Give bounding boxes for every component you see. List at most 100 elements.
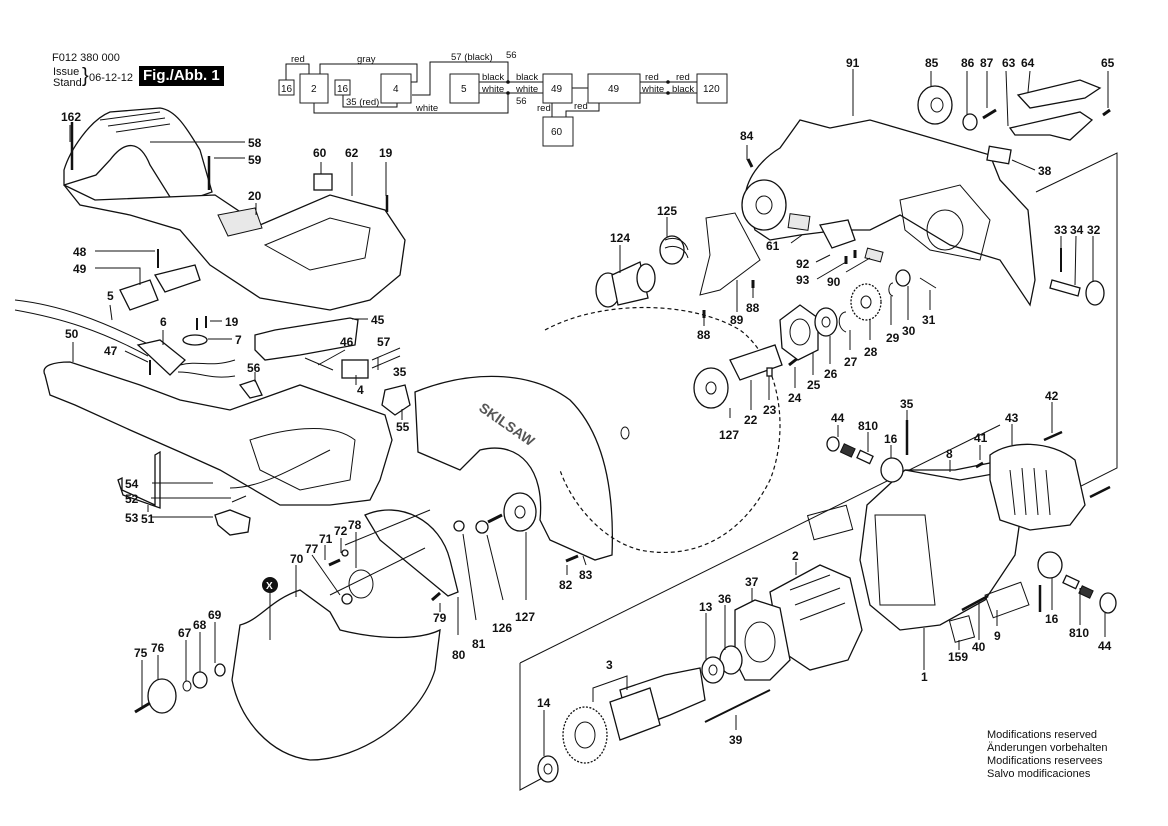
group-frame-left: [519, 663, 549, 791]
blade-guard-assembly: SKILSAW X: [134, 306, 781, 761]
flange-76: [147, 678, 177, 714]
label-plate-20: [217, 207, 263, 237]
callout-44-bottom: 44: [1098, 639, 1112, 653]
wiring-box-16b-label: 16: [337, 84, 349, 95]
bearing-13-inner: [708, 664, 718, 676]
bearing-26: [814, 307, 838, 337]
notice-fr: Modifications reservees: [987, 755, 1103, 767]
gear-housing-assembly: [519, 79, 1118, 791]
marker-x-label: X: [266, 581, 273, 592]
leader-line: [462, 533, 477, 621]
bearing-13: [701, 656, 725, 684]
plate-axis-b: [329, 547, 426, 596]
wire-label-56-top: 56: [506, 50, 517, 61]
callout-67: 67: [178, 626, 192, 640]
wiring-box-16b: [334, 79, 351, 96]
bracket-51: [117, 450, 161, 509]
flange-127-outer: [503, 492, 537, 532]
callout-8: 8: [946, 447, 953, 461]
lever-63: [1008, 111, 1094, 141]
screw-79: [431, 591, 441, 602]
spindle-22: [729, 344, 783, 381]
callout-13: 13: [699, 600, 713, 614]
callout-57: 57: [377, 335, 391, 349]
flange-127-b: [693, 367, 729, 409]
callout-46: 46: [340, 335, 354, 349]
callout-numbers: 162 58 59 60 62 19 20 48 49 5 6 19 7 45 …: [61, 56, 1115, 747]
cord-wires: [177, 359, 236, 378]
ring-78: [348, 569, 374, 599]
callout-91: 91: [846, 56, 860, 70]
end-cap-43: [989, 443, 1086, 531]
callout-5: 5: [107, 289, 114, 303]
leader-line: [845, 257, 871, 273]
brace: }: [82, 65, 89, 87]
leader-line: [1027, 70, 1031, 93]
callout-22: 22: [744, 413, 758, 427]
callout-70: 70: [290, 552, 304, 566]
pin-41: [975, 461, 984, 469]
label-9: [984, 581, 1030, 619]
wire-label-35-red: 35 (red): [346, 97, 379, 108]
cord-guard-6: [136, 339, 186, 376]
wiring-box-5-label: 5: [461, 84, 467, 95]
leader-line: [109, 304, 113, 321]
screw-42-a: [1043, 430, 1063, 442]
callout-2: 2: [792, 549, 799, 563]
callout-125: 125: [657, 204, 677, 218]
bushing-86: [962, 113, 978, 131]
junction-56-bottom: [506, 91, 510, 95]
guard-plate: [364, 509, 459, 597]
switch-4: [341, 359, 369, 379]
callout-92: 92: [796, 257, 810, 271]
callout-88-b: 88: [746, 301, 760, 315]
wire-label-black-49: black: [516, 72, 538, 83]
callout-19-clamp: 19: [225, 315, 239, 329]
wire-label-56-bottom: 56: [516, 96, 527, 107]
callout-31: 31: [922, 313, 936, 327]
callout-90: 90: [827, 275, 841, 289]
screw-65: [1102, 108, 1111, 117]
callout-59: 59: [248, 153, 262, 167]
callout-89: 89: [730, 313, 744, 327]
lower-handle-opening: [249, 428, 356, 491]
baffle-37-hole: [744, 621, 776, 663]
label-61: [787, 213, 811, 231]
circlip-29: [888, 282, 894, 297]
callout-126: 126: [492, 621, 512, 635]
washer-68: [192, 671, 208, 689]
callout-35-brush: 35: [900, 397, 914, 411]
callout-84: 84: [740, 129, 754, 143]
callout-44-top: 44: [831, 411, 845, 425]
callout-68: 68: [193, 618, 207, 632]
callout-51: 51: [141, 512, 155, 526]
motor-assembly: [537, 420, 1117, 783]
wiring-box-16a-label: 16: [281, 84, 293, 95]
leader-line: [95, 267, 141, 285]
motor-housing-opening: [874, 514, 936, 606]
junction-56-top: [506, 80, 510, 84]
leader-line: [124, 350, 149, 363]
leader-line: [1011, 159, 1036, 171]
callout-87: 87: [980, 56, 994, 70]
callout-65: 65: [1101, 56, 1115, 70]
wire-label-white-49: white: [515, 84, 538, 95]
spring-125-coils: [664, 237, 689, 259]
wire-label-red-49b-60: red: [574, 101, 588, 112]
callout-47: 47: [104, 344, 118, 358]
callout-35-switch: 35: [393, 365, 407, 379]
callout-79: 79: [433, 611, 447, 625]
leader-line: [1074, 235, 1077, 286]
wiring-box-4: [380, 73, 412, 104]
wire-label-red-49a-60: red: [537, 103, 551, 114]
callout-93: 93: [796, 273, 810, 287]
label-blank: [806, 504, 854, 541]
carbon-brush-810-top: [856, 449, 874, 465]
callout-30: 30: [902, 324, 916, 338]
callout-58: 58: [248, 136, 262, 150]
bearing-plate-25: [779, 304, 819, 361]
wiring-box-16a: [278, 79, 295, 96]
callout-37: 37: [745, 575, 759, 589]
wiring-box-60-label: 60: [551, 127, 563, 138]
